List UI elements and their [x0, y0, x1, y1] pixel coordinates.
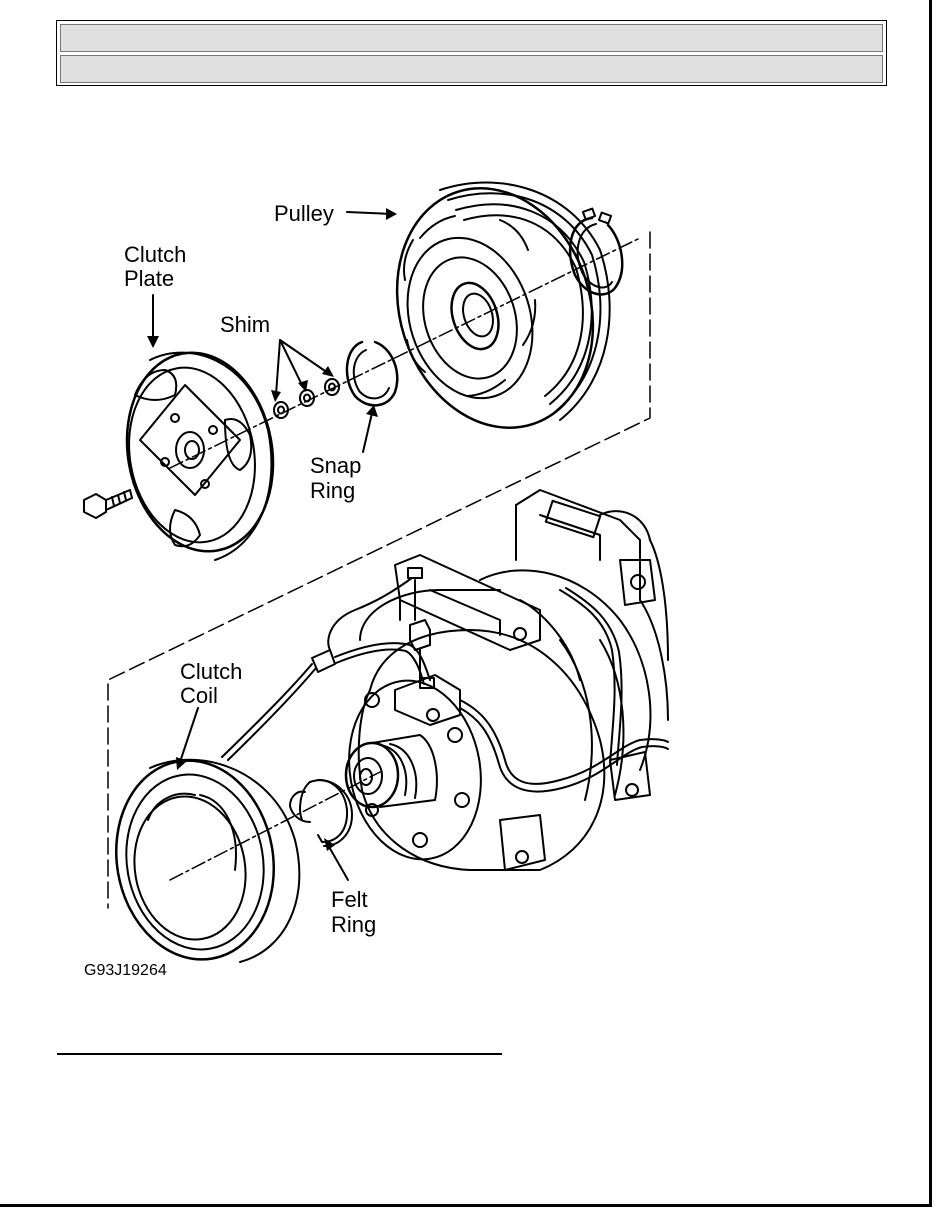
label-clutch-coil-line1: Clutch — [180, 659, 242, 684]
pulley — [395, 181, 611, 429]
label-clutch-plate-line2: Plate — [124, 266, 174, 291]
label-shim: Shim — [220, 312, 270, 337]
header-bar-bottom — [60, 55, 883, 83]
snap-ring — [345, 340, 399, 407]
header-bar-top — [60, 24, 883, 52]
label-pulley: Pulley — [274, 201, 334, 226]
arrowheads — [147, 208, 397, 851]
pulley-snap-ring — [568, 207, 624, 296]
compressor-body — [344, 489, 669, 871]
bolt — [83, 489, 133, 519]
label-clutch-coil-line2: Coil — [180, 683, 218, 708]
label-snap-ring-line1: Snap — [310, 453, 361, 478]
center-axis — [169, 237, 641, 881]
footer-rule — [57, 1053, 502, 1055]
assembly-boundary — [107, 231, 651, 909]
label-felt-ring-line1: Felt — [331, 887, 368, 912]
felt-ring — [289, 779, 353, 847]
shims — [273, 378, 340, 419]
label-snap-ring-line2: Ring — [310, 478, 355, 503]
clutch-coil — [114, 758, 301, 963]
header-box — [56, 20, 887, 86]
label-felt-ring-line2: Ring — [331, 912, 376, 937]
label-clutch-plate-line1: Clutch — [124, 242, 186, 267]
coil-wire — [221, 577, 669, 793]
leader-lines — [152, 211, 393, 881]
figure-code: G93J19264 — [84, 962, 167, 979]
clutch-plate — [125, 351, 275, 561]
